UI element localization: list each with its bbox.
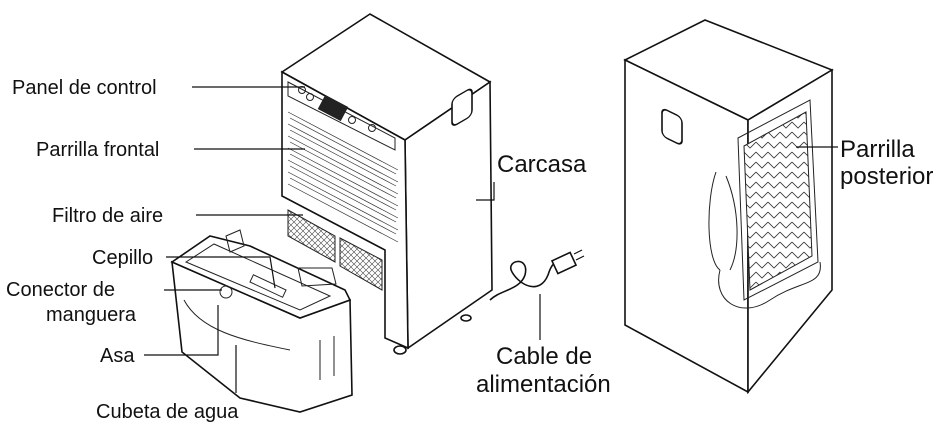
bucket-float xyxy=(297,267,337,287)
label-cubeta: Cubeta de agua xyxy=(96,401,239,423)
control-button xyxy=(348,116,356,124)
air-filter-mesh xyxy=(287,209,336,263)
power-cord xyxy=(489,249,585,301)
leader-asa xyxy=(144,305,219,356)
rear-side-handle xyxy=(661,108,683,145)
control-display xyxy=(317,94,349,122)
bucket-latch xyxy=(225,229,245,253)
side-handle xyxy=(451,88,473,126)
label-parrilla-posterior-line1: Parrilla xyxy=(840,136,915,163)
control-panel-outline xyxy=(287,81,396,151)
leader-carcasa xyxy=(476,182,495,201)
hose-connector xyxy=(219,285,233,299)
rear-cord xyxy=(718,261,821,309)
control-button xyxy=(306,93,314,101)
rear-unit xyxy=(623,19,834,395)
air-filter-mesh xyxy=(339,237,383,291)
foot xyxy=(460,314,472,322)
leader-lines xyxy=(144,86,838,393)
label-parrilla-posterior-line2: posterior xyxy=(840,163,933,190)
leader-cepillo xyxy=(166,256,276,289)
label-panel-control: Panel de control xyxy=(12,77,157,99)
plug xyxy=(550,251,578,275)
front-unit xyxy=(280,13,493,355)
label-cepillo: Cepillo xyxy=(92,247,153,269)
foot xyxy=(393,345,407,355)
label-parrilla-frontal: Parrilla frontal xyxy=(36,139,159,161)
label-filtro-aire: Filtro de aire xyxy=(52,205,163,227)
plug-prong xyxy=(573,249,585,261)
rear-grille xyxy=(743,111,813,291)
front-grille xyxy=(287,111,399,243)
label-asa: Asa xyxy=(100,345,135,367)
label-conector-line1: Conector de xyxy=(6,279,115,301)
bucket-side-detail xyxy=(319,336,335,380)
cord-wrap xyxy=(708,171,738,271)
brush xyxy=(249,274,287,298)
bucket-inner xyxy=(184,243,332,311)
rear-grille-frame xyxy=(737,99,819,301)
control-button xyxy=(368,124,376,132)
label-cable-line2: alimentación xyxy=(476,371,611,398)
cord-line xyxy=(489,260,561,301)
labels: Panel de control Parrilla frontal Filtro… xyxy=(6,77,933,423)
label-carcasa: Carcasa xyxy=(497,151,587,178)
label-cable-line1: Cable de xyxy=(496,343,592,370)
bucket-handle xyxy=(183,299,291,351)
label-conector-line2: manguera xyxy=(46,304,137,326)
